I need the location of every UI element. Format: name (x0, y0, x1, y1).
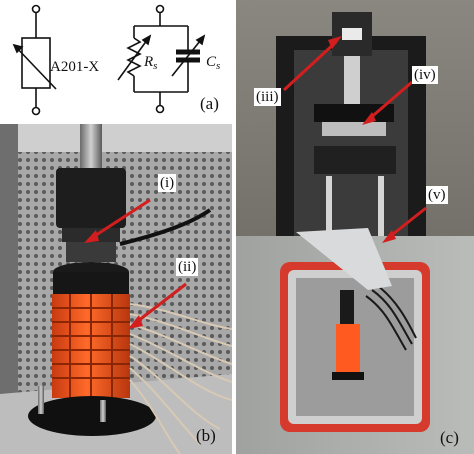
ribbon-cable (296, 228, 392, 290)
base-bolt-right (100, 400, 106, 422)
callout-iii: (iii) (254, 88, 281, 106)
callout-v: (v) (426, 186, 448, 204)
parallel-rc-circuit (117, 4, 206, 114)
callout-iv: (iv) (412, 66, 438, 84)
panel-label-c: (c) (440, 428, 459, 447)
loading-rod (80, 124, 102, 168)
guide-rod-left (326, 176, 332, 236)
callout-i: (i) (158, 174, 177, 192)
circuit-diagram-panel: A201-X Rs Cs ( (0, 0, 232, 120)
circuit-diagram: A201-X Rs Cs (12, 4, 220, 116)
spring-coupler (66, 242, 116, 262)
chamber-ceiling (0, 124, 232, 152)
chamber-load-rod (340, 290, 354, 324)
arrow-i (84, 198, 151, 243)
arrow-iv (362, 80, 413, 125)
load-cell (56, 168, 126, 228)
panel-label-b: (b) (196, 426, 216, 445)
load-cell-adapter (62, 228, 120, 242)
test-rig-photo (236, 0, 474, 454)
actuator-label-plate (342, 28, 362, 40)
variable-resistor-symbol (12, 4, 57, 116)
callout-ii: (ii) (176, 258, 199, 276)
arrow-v (382, 206, 427, 243)
base-bolt-left (38, 386, 44, 414)
chamber-sensor-base (332, 372, 364, 380)
chamber-wires (365, 285, 417, 351)
sensor-photo (0, 124, 232, 454)
guide-rod-right (378, 176, 384, 236)
chamber-side-wall (0, 124, 18, 454)
actuator-rod (344, 56, 360, 106)
chamber-sensor (336, 324, 360, 372)
lower-platen (314, 146, 396, 174)
test-rig-photo-panel: (iii) (iv) (v) (c) (236, 0, 474, 454)
arrow-iii (282, 36, 342, 92)
arrow-ii (128, 282, 187, 329)
capacitor-label: Cs (206, 54, 220, 72)
load-cell-cable (119, 208, 212, 246)
panel-label-a: (a) (200, 94, 219, 113)
crosshead-plate (322, 122, 386, 136)
sensor-top-ring (53, 272, 129, 294)
resistor-label: Rs (143, 54, 157, 72)
sensor-photo-panel: (i) (ii) (b) (0, 124, 232, 454)
sensor-ribs (52, 294, 130, 398)
device-label: A201-X (50, 59, 99, 75)
base-plate (28, 396, 156, 436)
